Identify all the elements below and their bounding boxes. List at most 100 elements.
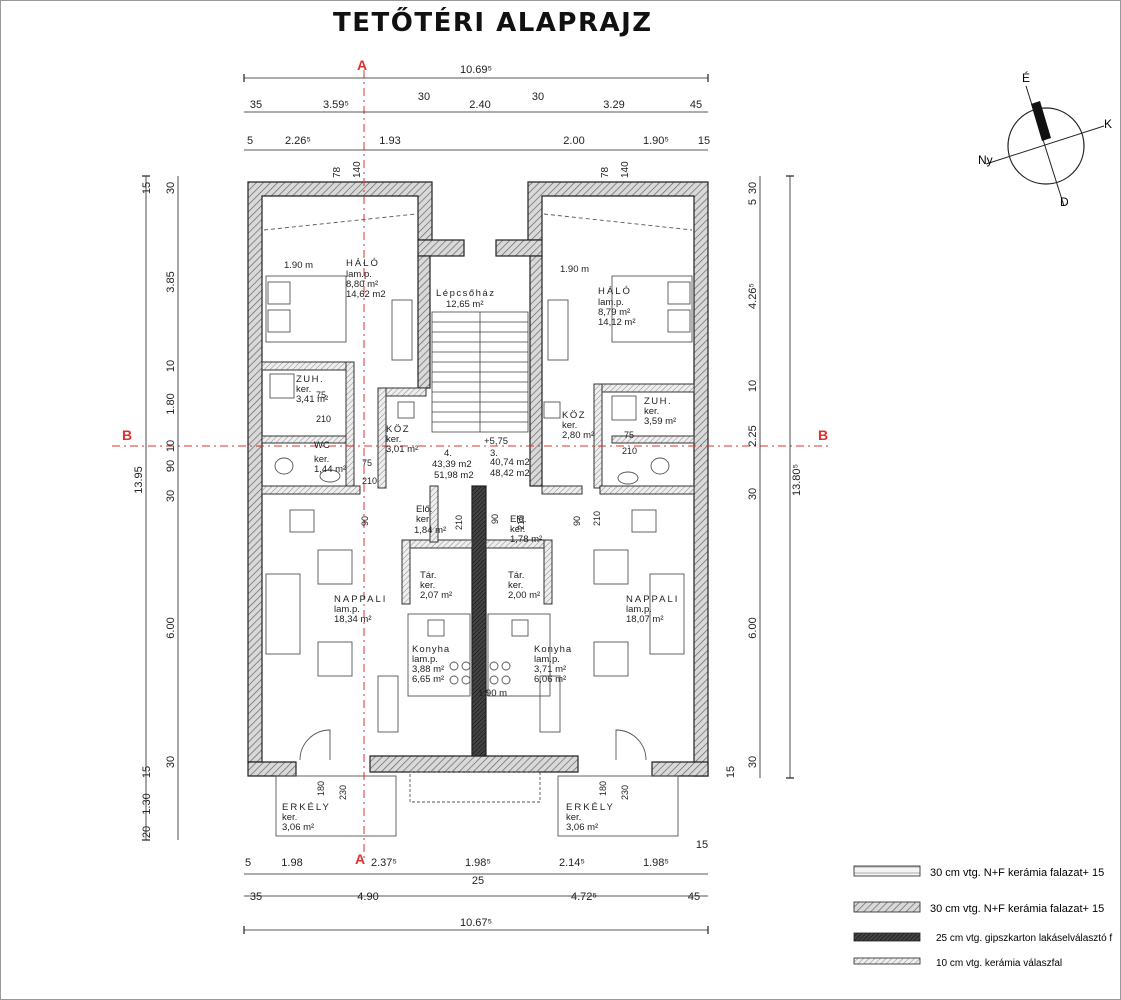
dim-top-r2-0: 35: [250, 99, 262, 111]
ceiling-r-1: 140: [620, 161, 631, 178]
dim-left-8: 6.00: [165, 617, 177, 638]
zuh-right-name: ZUH.: [644, 396, 672, 407]
tar-left-floor: ker.: [420, 580, 435, 591]
compass-rose: É K D Ny: [978, 70, 1112, 209]
door-label: 210: [362, 476, 377, 486]
compass-s: D: [1060, 195, 1069, 209]
dim-top-r2-3: 2.40: [469, 99, 490, 111]
compass-w: Ny: [978, 153, 993, 167]
dim-bot-r2-0: 35: [250, 891, 262, 903]
door-label: 180: [598, 781, 608, 796]
level-mark: +5,75: [484, 436, 508, 447]
dim-left-7: 30: [165, 490, 177, 502]
tar-right-name: Tár.: [508, 570, 524, 581]
dim-right-7: 30: [747, 756, 759, 768]
dim-bot-r2-2: 4.72⁵: [571, 891, 597, 903]
flat-left-no: 4.: [444, 448, 452, 459]
nappali-left-floor: lam.p.: [334, 604, 360, 615]
door-label: 90: [490, 514, 500, 524]
dim-left-overall: 13.95: [133, 466, 145, 494]
flat-right-area1: 40,74 m2: [490, 457, 530, 468]
dim-bot-r1-1: 1.98: [281, 857, 302, 869]
section-b-left: B: [122, 427, 132, 443]
compass-n: É: [1022, 70, 1030, 85]
ceiling-l-0: 78: [332, 166, 343, 178]
dim-left-6: 90: [165, 460, 177, 472]
halo-left-floor: lam.p.: [346, 269, 372, 280]
eloter-left-name: Elő.: [416, 504, 432, 515]
section-a-top: A: [357, 57, 367, 73]
zuh-left-floor: ker.: [296, 384, 311, 395]
eloter-right-area: 1,78 m²: [510, 534, 542, 545]
halo-left-area2: 14,62 m2: [346, 289, 386, 300]
dim-bot-r1-5: 1.98⁵: [643, 857, 669, 869]
interior-walls: [261, 361, 695, 605]
legend-swatch-3: [853, 957, 921, 965]
erkely-right-floor: ker.: [566, 812, 581, 823]
erkely-right-name: ERKÉLY: [566, 802, 615, 813]
flat-left-area1: 43,39 m2: [432, 459, 472, 470]
dim-top-r3-5: 15: [698, 135, 710, 147]
koz-left-area: 3,01 m²: [386, 444, 418, 455]
door-label: 210: [516, 515, 526, 530]
eloter-left-area: 1,84 m²: [414, 525, 446, 536]
eloter-right-floor: ker.: [510, 524, 525, 535]
zuh-right-area: 3,59 m²: [644, 416, 676, 427]
legend-swatch-1: [853, 901, 921, 913]
dim-right-0: 30: [747, 182, 759, 194]
door-label: 75: [316, 390, 326, 400]
erkely-right-area: 3,06 m²: [566, 822, 598, 833]
erkely-left-name: ERKÉLY: [282, 802, 331, 813]
ceiling-l-1: 140: [352, 161, 363, 178]
dim-top-r2-4: 30: [532, 91, 544, 103]
section-lines: [112, 70, 832, 860]
koz-left-floor: ker.: [386, 434, 401, 445]
north-arrow-icon: [1031, 101, 1051, 141]
dim-bot-r1-3: 1.98⁵: [465, 857, 491, 869]
furniture: [263, 213, 693, 837]
konyha-left-floor: lam.p.: [412, 654, 438, 665]
flat-left-area2: 51,98 m2: [434, 470, 474, 481]
dim-top-r2-1: 3.59⁵: [323, 99, 349, 111]
erkely-left-floor: ker.: [282, 812, 297, 823]
nappali-right-name: NAPPALI: [626, 594, 679, 605]
konyha-right-area: 3,71 m²: [534, 664, 566, 675]
staircase: [431, 311, 529, 433]
legend-swatch-0: [853, 865, 921, 877]
door-label: 90: [360, 516, 370, 526]
wc-floor: ker.: [314, 454, 329, 465]
halo-right-area2: 14,12 m²: [598, 317, 636, 328]
dimension-lines: [145, 77, 791, 931]
dim-right-5: 30: [747, 488, 759, 500]
flat-right-area2: 48,42 m2: [490, 468, 530, 479]
dim-bot-overall: 10.67⁵: [460, 917, 492, 929]
lepcsohaz-area: 12,65 m²: [446, 299, 484, 310]
dim-left-1: 15: [141, 182, 153, 194]
dim-top-r3-4: 1.90⁵: [643, 135, 669, 147]
koz-right-name: KÖZ: [562, 410, 586, 421]
compass-e: K: [1104, 117, 1112, 131]
konyha-right-name: Konyha: [534, 644, 572, 655]
dim-bot-r1-2: 2.37⁵: [371, 857, 397, 869]
nappali-left-name: NAPPALI: [334, 594, 387, 605]
lepcsohaz-name: Lépcsőház: [436, 288, 495, 299]
dim-right-3: 10: [747, 380, 759, 392]
door-label: 210: [622, 446, 637, 456]
dim-left-0: 30: [165, 182, 177, 194]
halo-left-area: 8,80 m²: [346, 279, 378, 290]
konyha-left-area2: 6,65 m²: [412, 674, 444, 685]
ceiling-r-0: 78: [600, 166, 611, 178]
dim-left-11: 1.30: [141, 793, 153, 814]
door-label: 230: [338, 785, 348, 800]
nappali-left-area: 18,34 m²: [334, 614, 372, 625]
tar-left-name: Tár.: [420, 570, 436, 581]
legend-label-1: 30 cm vtg. N+F kerámia falazat+ 15: [930, 903, 1104, 915]
zuh-right-floor: ker.: [644, 406, 659, 417]
door-label: 230: [620, 785, 630, 800]
tar-right-area: 2,00 m²: [508, 590, 540, 601]
dim-right-8: 15: [725, 766, 737, 778]
door-label: 210: [316, 414, 331, 424]
konyha-left-area: 3,88 m²: [412, 664, 444, 675]
dim-bot-extra: 25: [472, 875, 484, 887]
